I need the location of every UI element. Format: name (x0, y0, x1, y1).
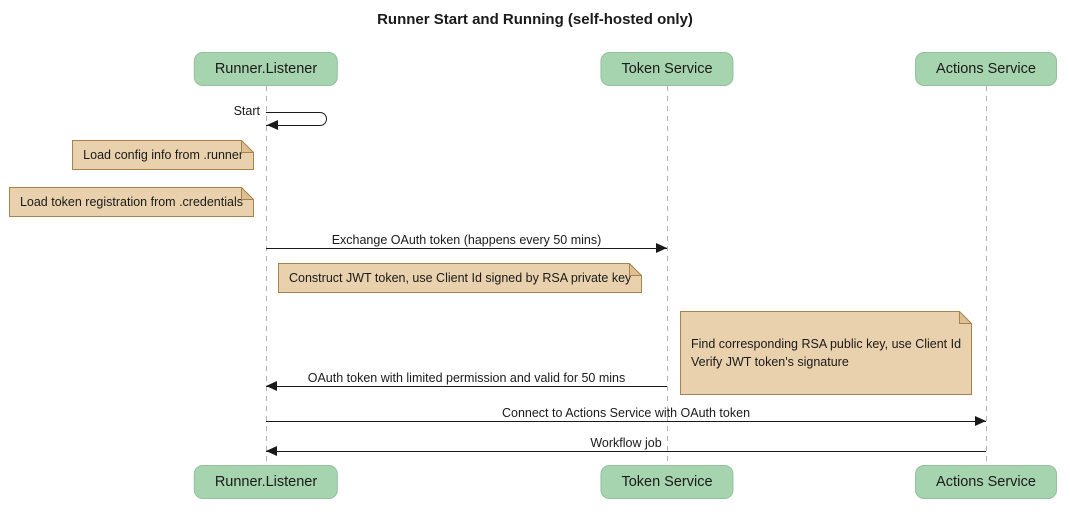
note-load-credentials-text: Load token registration from .credential… (19, 195, 243, 209)
note-verify-jwt: Find corresponding RSA public key, use C… (680, 311, 973, 395)
arrowhead-left-icon (266, 446, 277, 456)
message-start-loop (266, 112, 327, 126)
arrowhead-left-icon (266, 381, 277, 391)
lifeline-token-service (667, 86, 668, 465)
lifeline-actions-service (986, 86, 987, 465)
note-fold-icon (959, 311, 973, 324)
message-start-label: Start (233, 104, 260, 118)
message-oauth-return-line (266, 381, 667, 391)
arrowhead-left-icon (267, 120, 278, 130)
participant-actions-service-bottom: Actions Service (915, 465, 1057, 499)
note-construct-jwt-text: Construct JWT token, use Client Id signe… (289, 271, 632, 285)
message-connect-line (266, 416, 986, 426)
message-workflow-job-line (266, 446, 986, 456)
participant-runner-listener-top: Runner.Listener (193, 52, 339, 86)
note-construct-jwt: Construct JWT token, use Client Id signe… (278, 263, 643, 293)
note-load-config: Load config info from .runner (72, 140, 254, 170)
message-workflow-job: Workflow job (266, 436, 986, 456)
message-exchange-oauth-label: Exchange OAuth token (happens every 50 m… (331, 233, 602, 247)
participant-token-service-top: Token Service (600, 52, 734, 86)
diagram-title: Runner Start and Running (self-hosted on… (377, 11, 693, 28)
message-exchange-oauth-line (266, 243, 667, 253)
message-oauth-return: OAuth token with limited permission and … (266, 371, 667, 391)
note-fold-icon (629, 263, 643, 276)
note-verify-jwt-text: Find corresponding RSA public key, use C… (691, 337, 962, 369)
participant-runner-listener-bottom: Runner.Listener (193, 465, 339, 499)
arrowhead-right-icon (975, 416, 986, 426)
note-fold-icon (241, 187, 254, 200)
participant-token-service-bottom: Token Service (600, 465, 734, 499)
message-connect-label: Connect to Actions Service with OAuth to… (501, 406, 751, 420)
arrowhead-right-icon (656, 243, 667, 253)
lifeline-runner-listener (266, 86, 267, 465)
note-load-config-text: Load config info from .runner (83, 148, 243, 162)
message-workflow-job-label: Workflow job (590, 436, 662, 450)
message-oauth-return-label: OAuth token with limited permission and … (307, 371, 626, 385)
participant-actions-service-top: Actions Service (915, 52, 1057, 86)
message-connect: Connect to Actions Service with OAuth to… (266, 406, 986, 426)
note-load-credentials: Load token registration from .credential… (8, 187, 254, 217)
note-fold-icon (241, 140, 254, 153)
message-exchange-oauth: Exchange OAuth token (happens every 50 m… (266, 233, 667, 253)
